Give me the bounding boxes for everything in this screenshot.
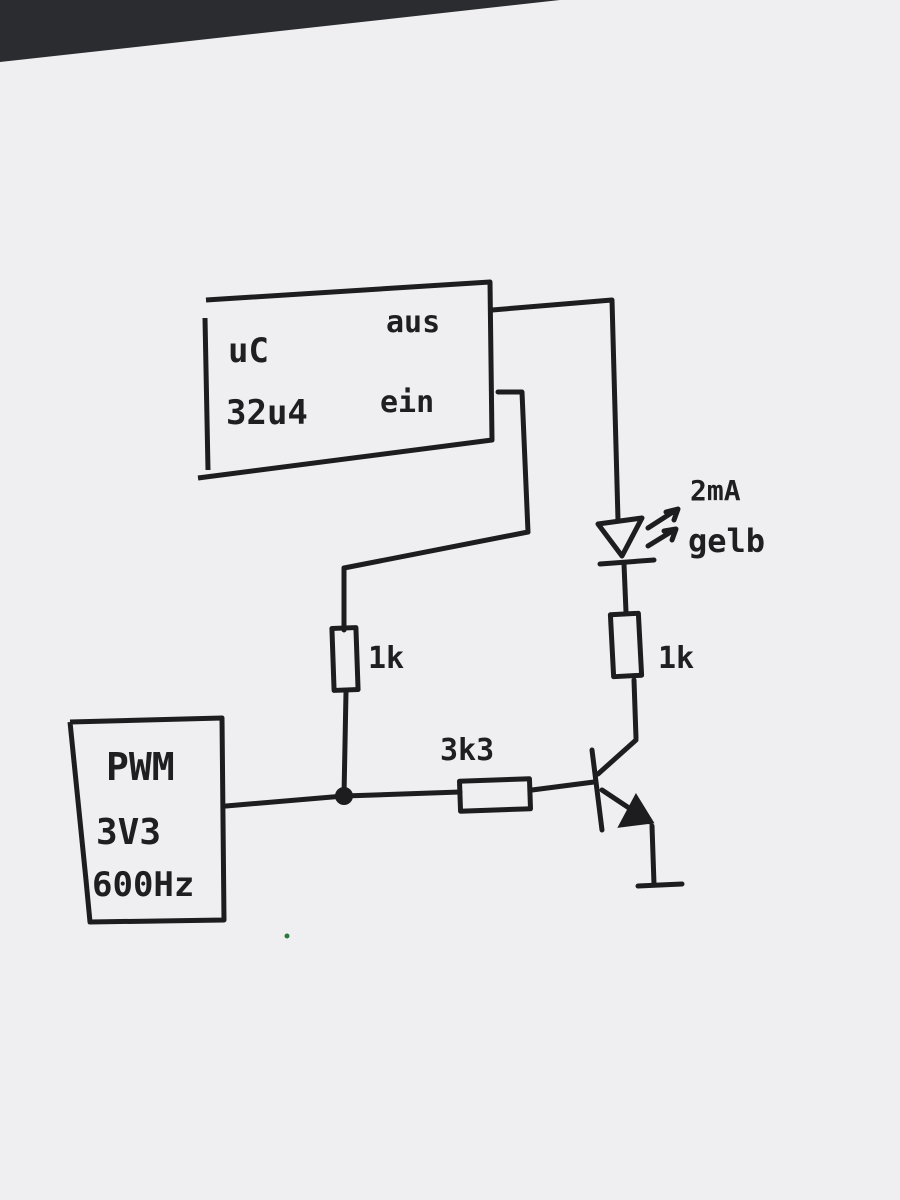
led-current-label: 2mA xyxy=(690,474,741,507)
mcu-name-line1: uC xyxy=(228,331,269,371)
led-color-label: gelb xyxy=(688,522,765,560)
resistor-led-label: 1k xyxy=(658,641,694,676)
wire-resistor-to-collector xyxy=(631,677,639,741)
pwm-line2: 3V3 xyxy=(96,812,161,853)
led-yellow: 2mA gelb xyxy=(595,474,765,567)
npn-transistor xyxy=(589,737,655,833)
resistor-base-label: 3k3 xyxy=(440,733,494,768)
wire-resistor-to-node xyxy=(341,689,349,799)
mcu-pin-in-label: ein xyxy=(380,385,434,420)
pwm-line3: 600Hz xyxy=(92,865,194,905)
paper-speck xyxy=(284,933,290,939)
pwm-source-block: PWM 3V3 600Hz xyxy=(67,715,227,925)
resistor-led: 1k xyxy=(607,610,694,680)
mcu-name-line2: 32u4 xyxy=(226,393,308,433)
wire-ein-to-resistor xyxy=(341,389,531,633)
junction-dot xyxy=(335,787,353,805)
wire-emitter-to-ground xyxy=(649,823,657,887)
ground-symbol xyxy=(635,881,685,889)
resistor-base: 3k3 xyxy=(440,733,534,814)
pwm-line1: PWM xyxy=(106,745,175,789)
microcontroller-block: uC 32u4 aus ein xyxy=(197,279,495,481)
mcu-pin-out-label: aus xyxy=(386,305,440,340)
wire-aus-to-led xyxy=(489,297,621,523)
wire-resistor-to-base xyxy=(529,779,597,793)
resistor-pulldown-label: 1k xyxy=(368,641,404,676)
wire-led-to-resistor xyxy=(621,561,629,615)
